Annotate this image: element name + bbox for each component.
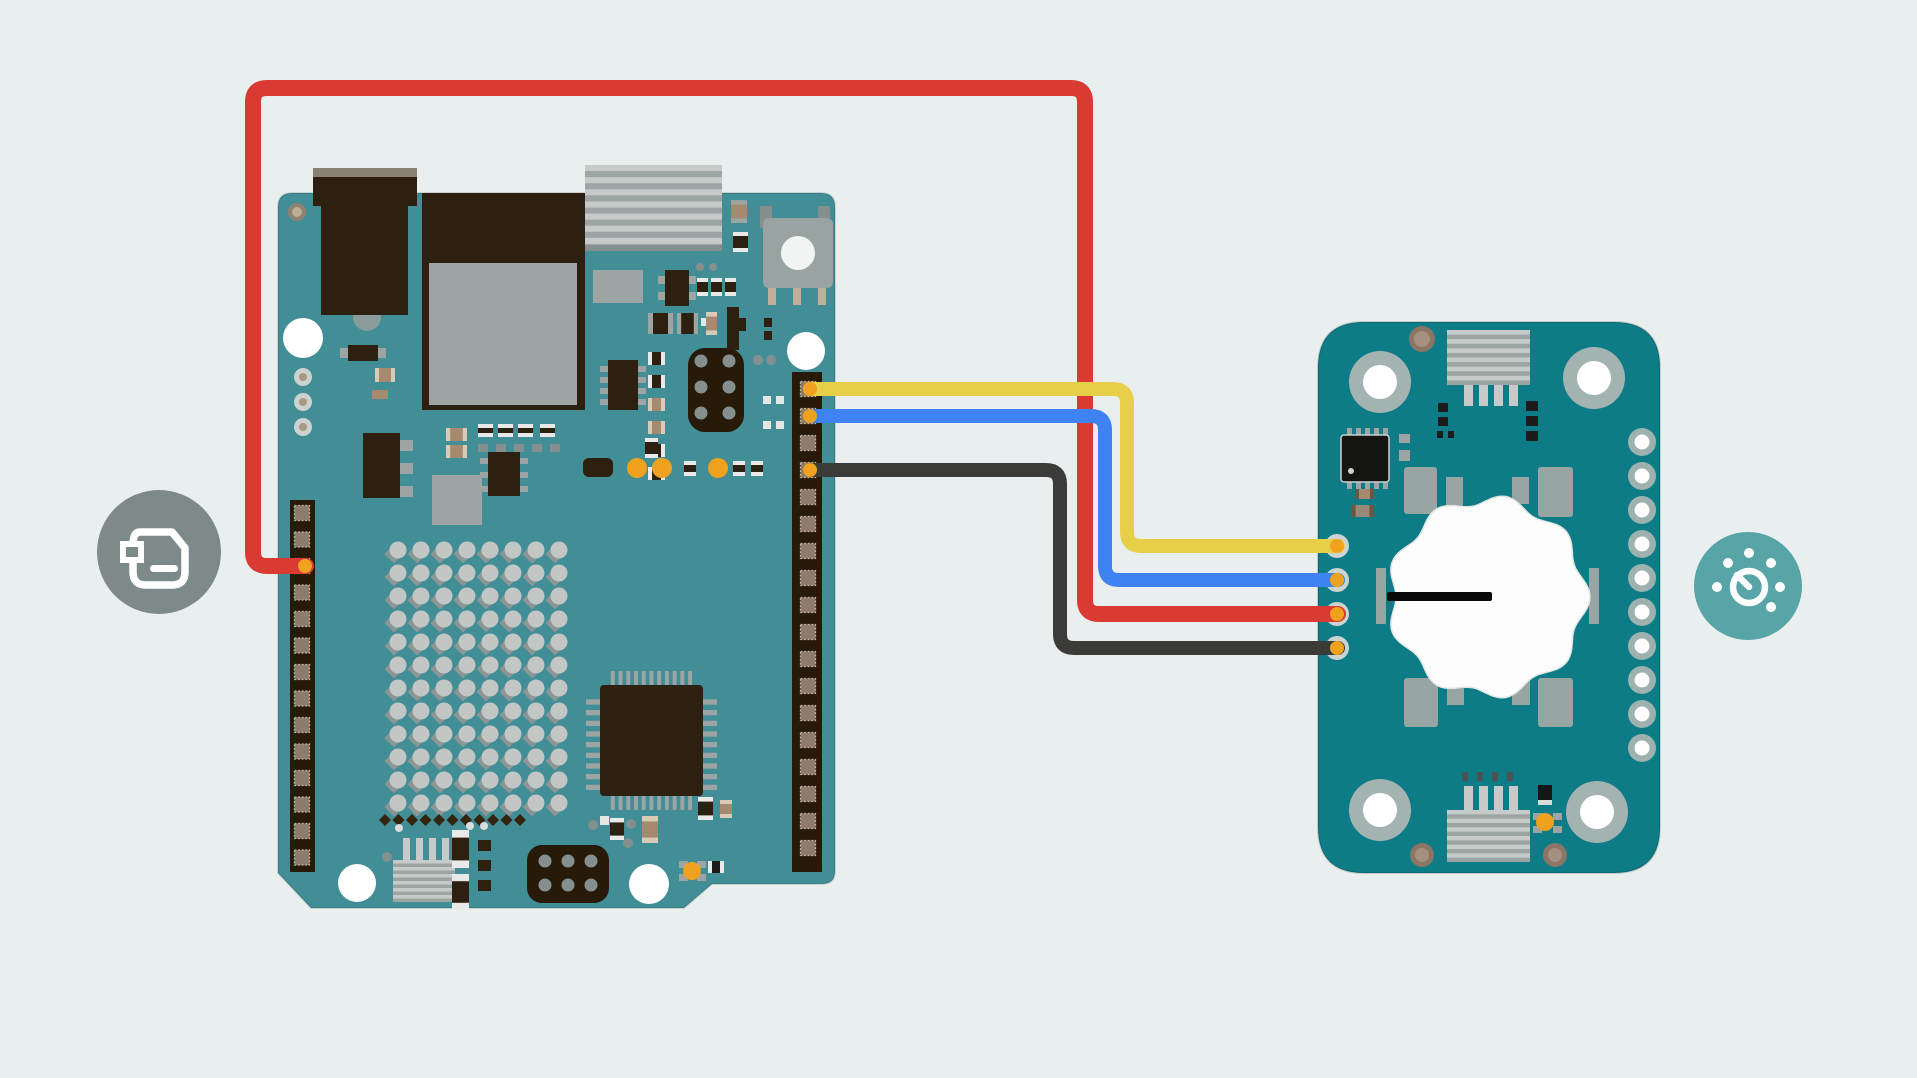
sensor-dial-icon: [1694, 532, 1802, 640]
board-icon: [97, 490, 221, 614]
wire-gnd-black: [803, 463, 1345, 655]
wires: [245, 80, 1346, 655]
wire-power-red: [245, 80, 1346, 622]
connector-dots: [298, 382, 1344, 655]
arduino-uno-r4-wifi-board: [277, 165, 836, 910]
wire-sda-blue: [803, 409, 1345, 587]
sensor-module-board: [1317, 321, 1661, 874]
wire-scl-yellow: [803, 382, 1345, 553]
